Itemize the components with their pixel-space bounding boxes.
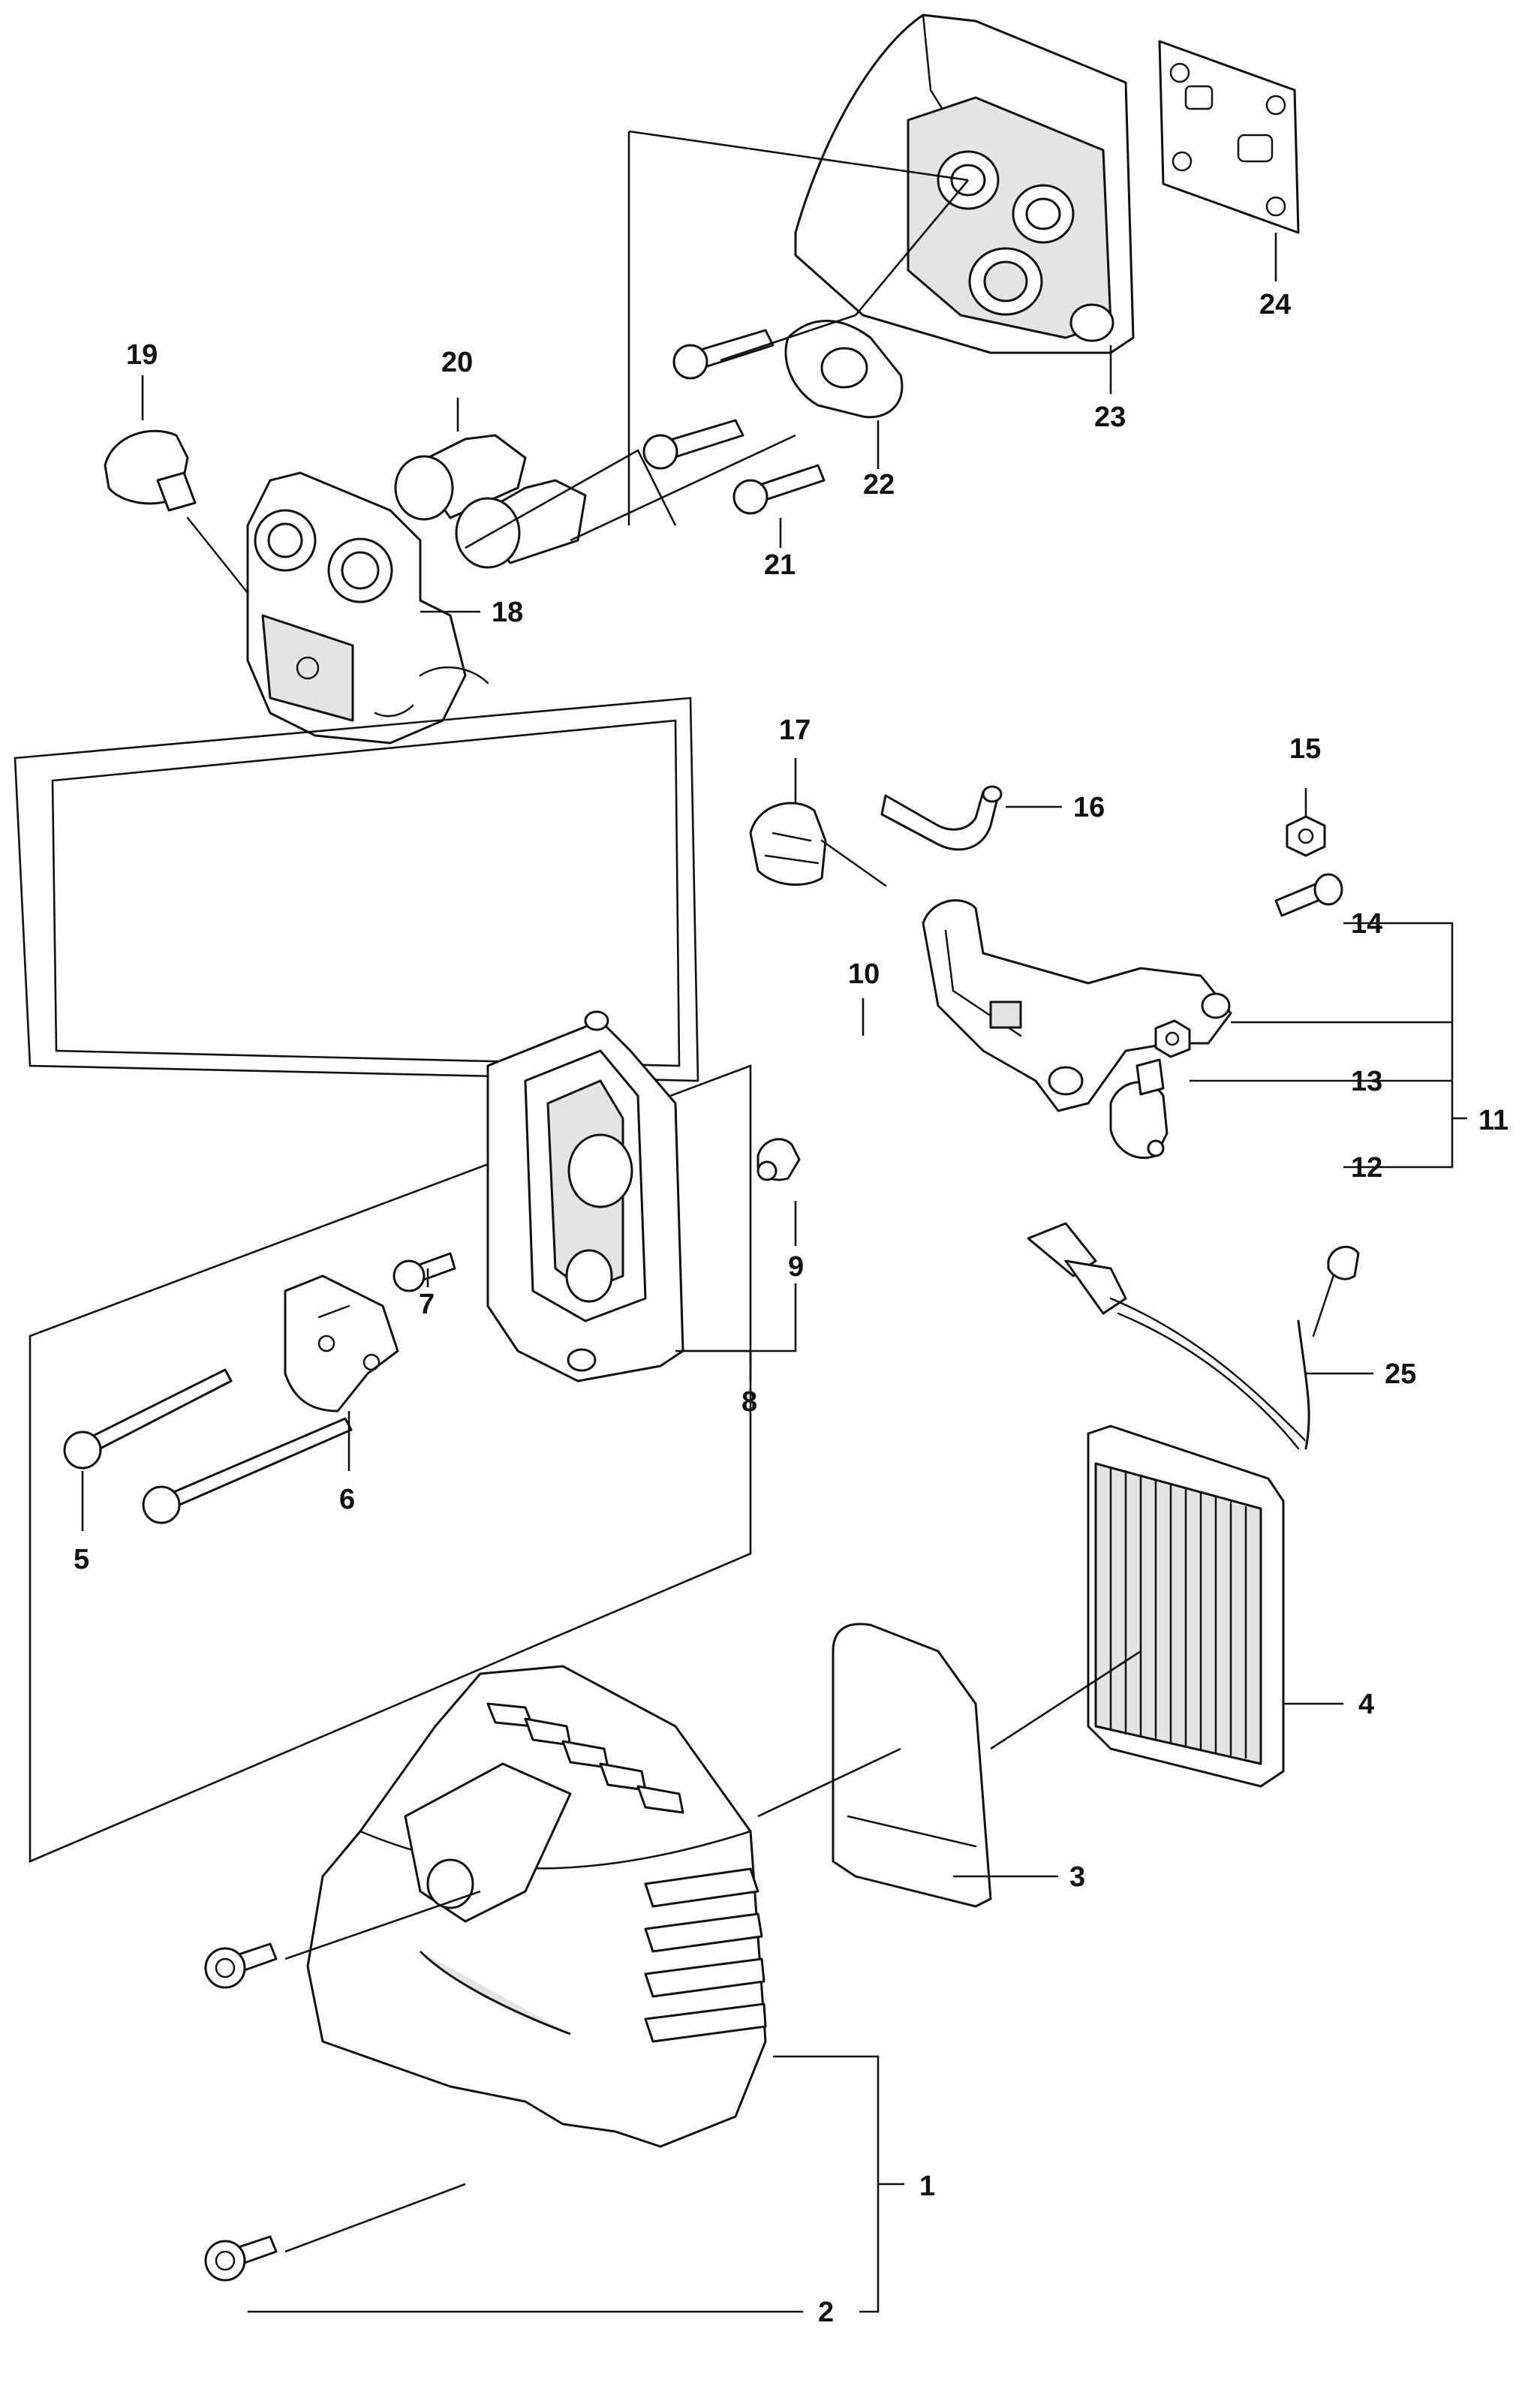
grommet-9 (756, 1138, 801, 1181)
cable-25 (1027, 1222, 1360, 1450)
callout-labels: 1 2 3 4 5 6 7 8 9 10 11 12 13 14 15 16 1… (74, 289, 1508, 2328)
nut-13 (1154, 1019, 1191, 1058)
callout-18: 18 (492, 597, 523, 628)
air-filter-housing-8 (486, 1010, 684, 1383)
choke-knob-19 (104, 429, 249, 594)
carburetor-18 (246, 471, 489, 745)
callout-17: 17 (779, 715, 811, 746)
carburetor-mount-block-23 (794, 14, 1135, 354)
callout-1: 1 (919, 2171, 935, 2202)
callout-14: 14 (1351, 908, 1382, 940)
gasket-22 (784, 320, 904, 419)
callout-8: 8 (741, 1386, 757, 1418)
callout-22: 22 (863, 469, 895, 501)
bracket-6 (284, 1274, 399, 1413)
choke-lever-assembly-11 (922, 899, 1232, 1112)
fitting-12 (1109, 1058, 1169, 1160)
screw-14 (1274, 873, 1343, 917)
callout-19: 19 (126, 339, 158, 371)
callout-24: 24 (1259, 289, 1291, 320)
fuel-hose-16 (880, 785, 1003, 851)
callout-11: 11 (1478, 1105, 1508, 1136)
cover-vent-slots-top (486, 1702, 684, 1814)
callout-9: 9 (788, 1251, 804, 1283)
callout-3: 3 (1069, 1861, 1085, 1893)
callout-10: 10 (848, 958, 880, 990)
callout-13: 13 (1351, 1066, 1382, 1097)
nut-15 (1286, 815, 1326, 857)
long-bolts-5 (63, 1368, 353, 1524)
callout-25: 25 (1385, 1358, 1416, 1390)
callout-6: 6 (339, 1484, 355, 1515)
callout-4: 4 (1358, 1689, 1374, 1720)
cover-vent-slots-side (644, 1867, 767, 2043)
callout-20: 20 (441, 347, 473, 378)
bolt-7 (393, 1252, 456, 1292)
leader-lines (81, 233, 1467, 2313)
callout-23: 23 (1094, 402, 1126, 433)
bolts-21 (642, 329, 826, 515)
air-filter-4 (1087, 1425, 1285, 1788)
callout-7: 7 (419, 1289, 435, 1320)
prefilter-3 (832, 1623, 992, 1908)
primer-bulb-17 (749, 802, 887, 887)
callout-12: 12 (1351, 1152, 1382, 1184)
screws-2 (204, 1942, 278, 2282)
intake-boots-20 (394, 434, 587, 569)
gasket-24 (1158, 40, 1300, 234)
callout-16: 16 (1073, 792, 1105, 823)
callout-5: 5 (74, 1544, 89, 1575)
callout-2: 2 (818, 2297, 834, 2328)
callout-21: 21 (764, 549, 796, 581)
filter-pleats (1109, 1466, 1247, 1759)
air-filter-cover-1 (306, 1665, 767, 2148)
callout-15: 15 (1289, 733, 1321, 765)
